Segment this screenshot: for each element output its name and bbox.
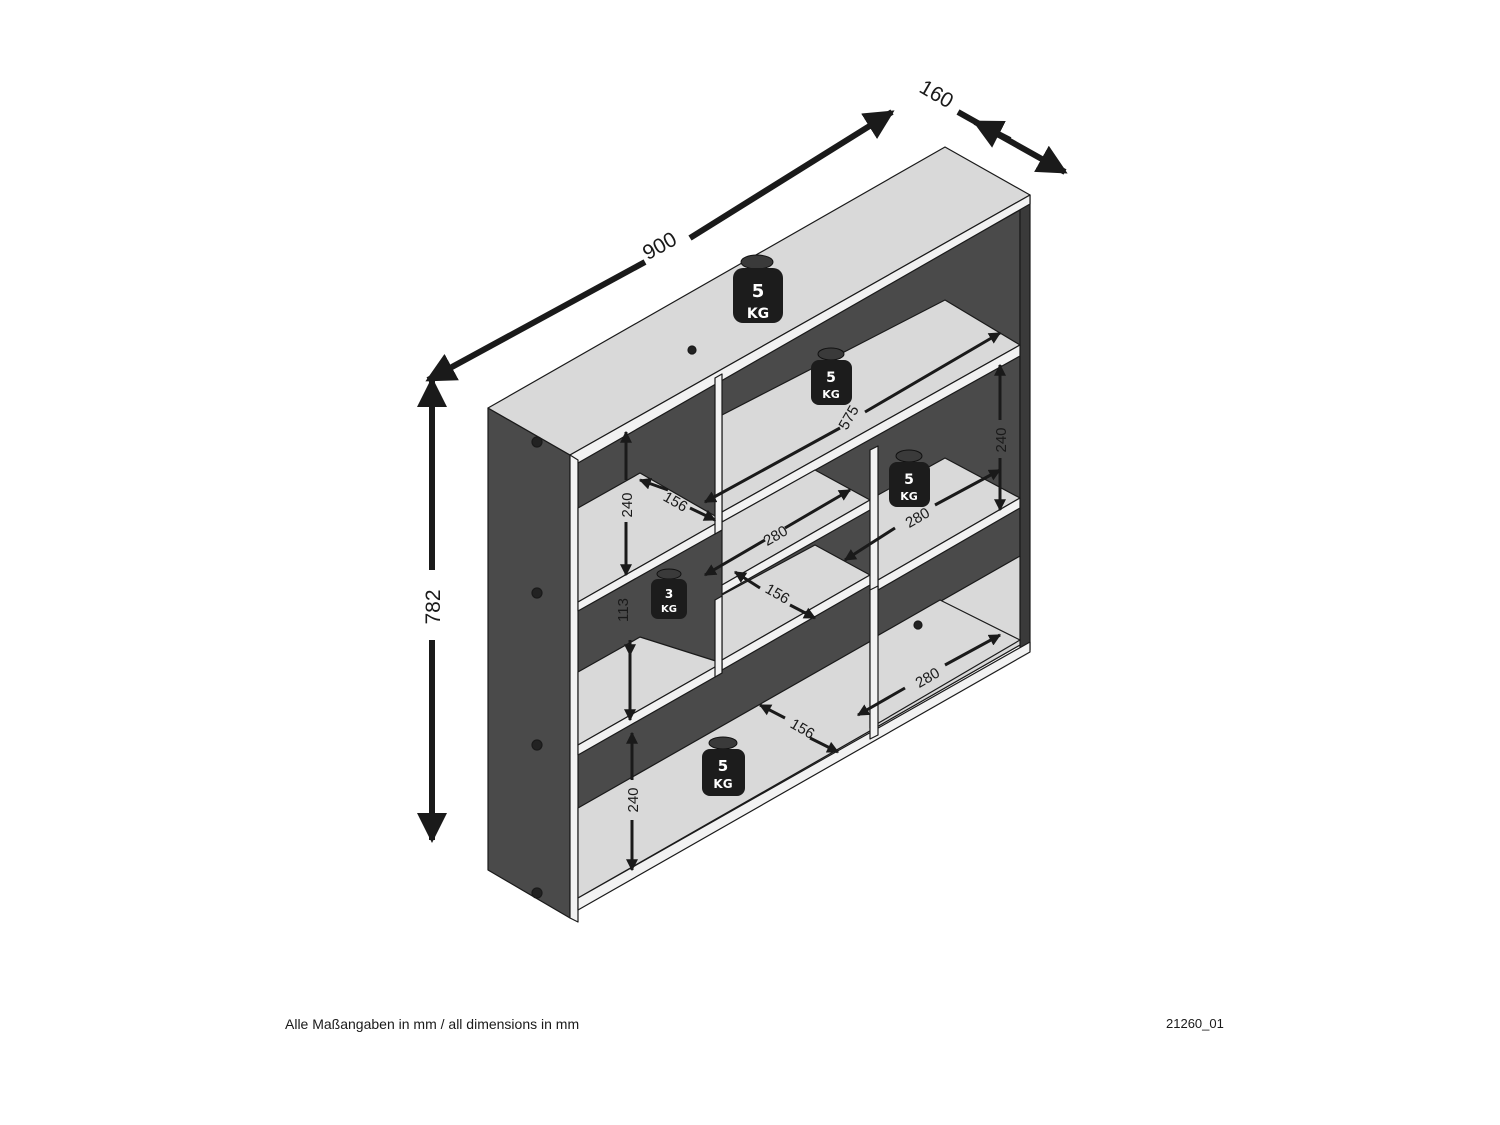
left-side-panel [487,407,571,919]
svg-text:KG: KG [747,306,769,322]
mount-hole [913,620,923,630]
svg-text:KG: KG [900,490,918,503]
mount-hole [531,739,543,751]
divider-lower-left [714,595,723,678]
dim-label: 113 [615,598,632,622]
weight-5kg-right: 5 KG [889,449,930,507]
dim-label: 240 [619,492,636,517]
svg-text:5: 5 [904,472,914,488]
drawing-code: 21260_01 [1166,1016,1224,1031]
divider-upper-left [714,373,723,535]
mount-hole [687,345,697,355]
overall-dimensions [417,109,1068,843]
width-arrow [425,259,647,383]
svg-text:5: 5 [752,281,765,302]
width-label: 900 [639,228,681,265]
bottom-panel-front-edge [577,641,1031,911]
svg-text:KG: KG [713,777,732,791]
right-side-panel [1019,194,1031,657]
divider-lower-right [869,585,879,740]
mount-hole [531,887,543,899]
mount-hole [531,587,543,599]
weight-5kg-top: 5 KG [733,254,783,323]
compartment-arrows [620,331,1006,872]
svg-text:KG: KG [822,388,840,401]
depth-arrow [972,119,1012,148]
svg-text:5: 5 [718,757,728,775]
svg-text:3: 3 [665,587,673,601]
shelf-unit [487,146,1031,923]
svg-text:KG: KG [661,604,677,615]
svg-text:5: 5 [826,370,836,386]
mount-hole [531,436,543,448]
dim-label: 240 [625,787,642,812]
weight-5kg-upper-right: 5 KG [811,347,852,405]
weight-3kg-left: 3 KG [651,568,687,619]
dim-label: 240 [993,427,1010,452]
width-arrow [688,109,895,241]
units-note: Alle Maßangaben in mm / all dimensions i… [285,1016,580,1032]
divider-center [869,445,879,595]
height-label: 782 [422,589,445,624]
left-side-front-edge [569,454,579,923]
weight-5kg-bottom: 5 KG [702,736,745,796]
depth-label: 160 [915,76,957,113]
